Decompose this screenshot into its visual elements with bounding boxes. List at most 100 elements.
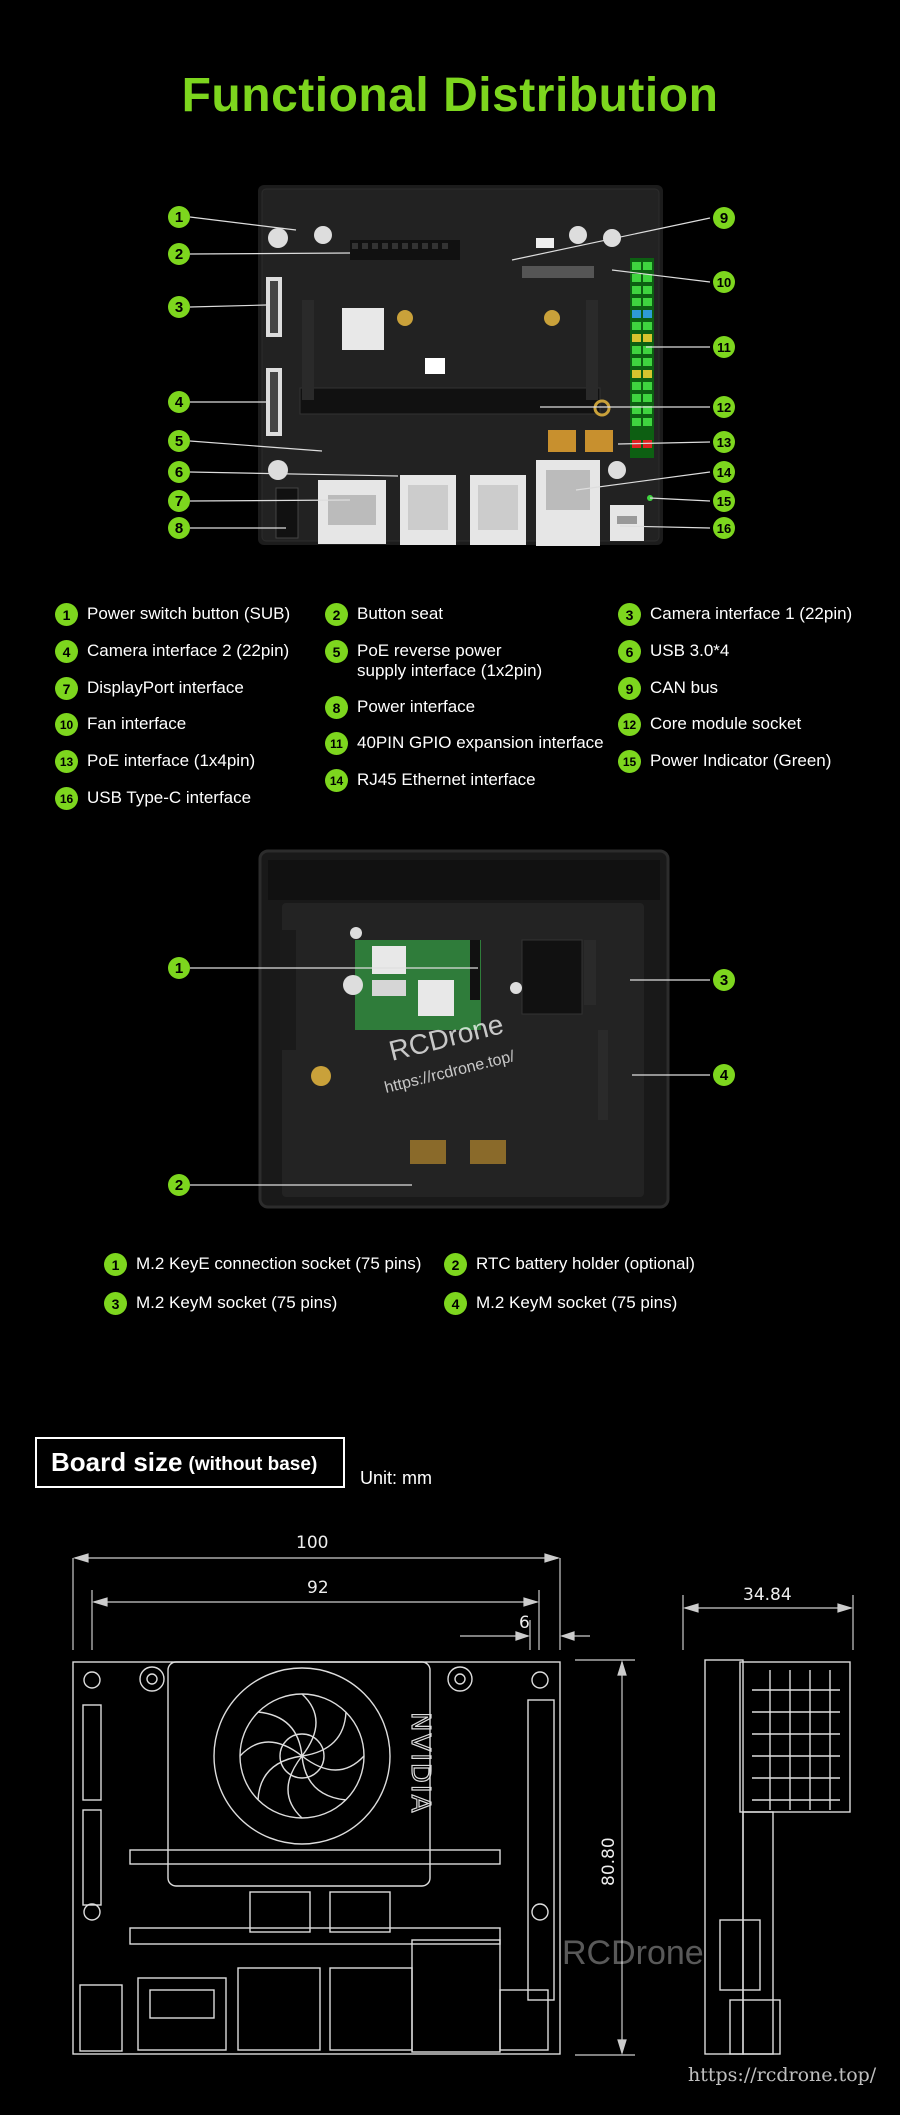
top-legend-label: Core module socket <box>650 714 802 733</box>
top-legend-number: 10 <box>55 713 78 736</box>
bottom-legend-item-2: 2 RTC battery holder (optional) <box>444 1253 695 1276</box>
page-title: Functional Distribution <box>181 69 719 122</box>
bottom-legend-number: 4 <box>444 1292 467 1315</box>
bottom-callout-3 <box>713 969 735 991</box>
top-callout-11 <box>713 336 735 358</box>
board-size-subtitle: (without base) <box>188 1454 318 1475</box>
board-size-heading: Board size (without base) <box>35 1437 345 1488</box>
top-callout-1 <box>168 206 190 228</box>
top-callout-label-2: 2 <box>175 246 183 263</box>
top-callout-3 <box>168 296 190 318</box>
top-legend-label: PoE reverse power supply interface (1x2p… <box>357 641 543 680</box>
bottom-legend-number: 3 <box>104 1292 127 1315</box>
bottom-callout-4 <box>713 1064 735 1086</box>
top-callout-label-14: 14 <box>717 465 732 480</box>
top-legend-number: 11 <box>325 732 348 755</box>
bottom-callout-label-3: 3 <box>720 972 728 989</box>
nvidia-label: NVIDIA <box>405 1712 435 1814</box>
top-legend-number: 4 <box>55 640 78 663</box>
dim-side-depth: 34.84 <box>743 1585 792 1605</box>
top-legend-number: 3 <box>618 603 641 626</box>
top-legend-number: 2 <box>325 603 348 626</box>
top-legend-item-12: 12 Core module socket <box>618 713 802 736</box>
top-legend-item-7: 7 DisplayPort interface <box>55 677 244 700</box>
top-callout-13 <box>713 431 735 453</box>
top-legend-item-10: 10 Fan interface <box>55 713 187 736</box>
top-legend-item-1: 1 Power switch button (SUB) <box>55 603 291 626</box>
top-callout-label-12: 12 <box>717 400 731 415</box>
top-legend-item-4: 4 Camera interface 2 (22pin) <box>55 640 290 663</box>
top-legend-label: DisplayPort interface <box>87 678 244 697</box>
dim-offset: 6 <box>519 1613 530 1633</box>
bottom-legend-number: 1 <box>104 1253 127 1276</box>
top-legend-number: 5 <box>325 640 348 663</box>
top-legend-label: USB Type-C interface <box>87 788 252 807</box>
bottom-board-diagram: 1 2 3 4 <box>168 849 735 1209</box>
top-legend-label: Power Indicator (Green) <box>650 751 832 770</box>
top-legend-item-2: 2 Button seat <box>325 603 444 626</box>
top-legend-label: Power switch button (SUB) <box>87 604 291 623</box>
bottom-callout-label-4: 4 <box>720 1067 729 1084</box>
top-callout-6 <box>168 461 190 483</box>
top-legend-number: 9 <box>618 677 641 700</box>
top-callout-10 <box>713 271 735 293</box>
top-callout-12 <box>713 396 735 418</box>
top-legend-number: 1 <box>55 603 78 626</box>
bottom-legend-item-1: 1 M.2 KeyE connection socket (75 pins) <box>104 1253 422 1276</box>
bottom-legend-label: M.2 KeyM socket (75 pins) <box>136 1293 338 1312</box>
bottom-callout-1 <box>168 957 190 979</box>
dimension-drawing: 100 92 6 80.80 34.84 NVIDIA <box>72 1533 854 2056</box>
top-legend-item-5: 5 PoE reverse power supply interface (1x2… <box>325 640 543 681</box>
top-callout-label-15: 15 <box>717 494 731 509</box>
top-callout-14 <box>713 461 735 483</box>
top-callout-label-3: 3 <box>175 299 183 316</box>
unit-label: Unit: mm <box>360 1468 432 1488</box>
top-legend-label: Power interface <box>357 697 476 716</box>
top-legend-label: 40PIN GPIO expansion interface <box>357 733 604 752</box>
top-legend-label: Camera interface 2 (22pin) <box>87 641 290 660</box>
top-callout-16 <box>713 517 735 539</box>
top-callout-9 <box>713 207 735 229</box>
bottom-legend-label: RTC battery holder (optional) <box>476 1254 695 1273</box>
top-legend-label: CAN bus <box>650 678 719 697</box>
top-legend-label: Button seat <box>357 604 444 623</box>
bottom-callout-2 <box>168 1174 190 1196</box>
size-watermark-brand: RCDrone <box>562 1934 704 1972</box>
top-callout-label-11: 11 <box>717 340 731 355</box>
top-callout-label-7: 7 <box>175 493 183 510</box>
top-callout-15 <box>713 490 735 512</box>
top-legend-number: 8 <box>325 696 348 719</box>
top-legend-item-8: 8 Power interface <box>325 696 476 719</box>
top-legend-number: 12 <box>618 713 641 736</box>
bottom-legend-label: M.2 KeyE connection socket (75 pins) <box>136 1254 422 1273</box>
top-callout-label-8: 8 <box>175 520 183 537</box>
top-legend-item-11: 11 40PIN GPIO expansion interface <box>325 732 604 755</box>
top-legend-item-9: 9 CAN bus <box>618 677 719 700</box>
bottom-legend-number: 2 <box>444 1253 467 1276</box>
top-legend-label: Fan interface <box>87 714 187 733</box>
top-callout-label-5: 5 <box>175 433 183 450</box>
top-legend-number: 13 <box>55 750 78 773</box>
top-callout-label-1: 1 <box>175 209 183 226</box>
top-callout-label-9: 9 <box>720 210 728 227</box>
dim-height: 80.80 <box>599 1837 619 1886</box>
bottom-callout-label-1: 1 <box>175 960 183 977</box>
top-legend-number: 14 <box>325 769 348 792</box>
top-callout-label-4: 4 <box>175 394 184 411</box>
top-callout-label-6: 6 <box>175 464 183 481</box>
dim-inner-width: 92 <box>307 1578 329 1598</box>
top-callout-2 <box>168 243 190 265</box>
dim-overall-width: 100 <box>296 1533 328 1553</box>
top-callout-5 <box>168 430 190 452</box>
board-size-title: Board size <box>51 1447 183 1477</box>
top-legend-label: USB 3.0*4 <box>650 641 730 660</box>
top-legend-number: 7 <box>55 677 78 700</box>
top-callout-7 <box>168 490 190 512</box>
bottom-callout-label-2: 2 <box>175 1177 183 1194</box>
